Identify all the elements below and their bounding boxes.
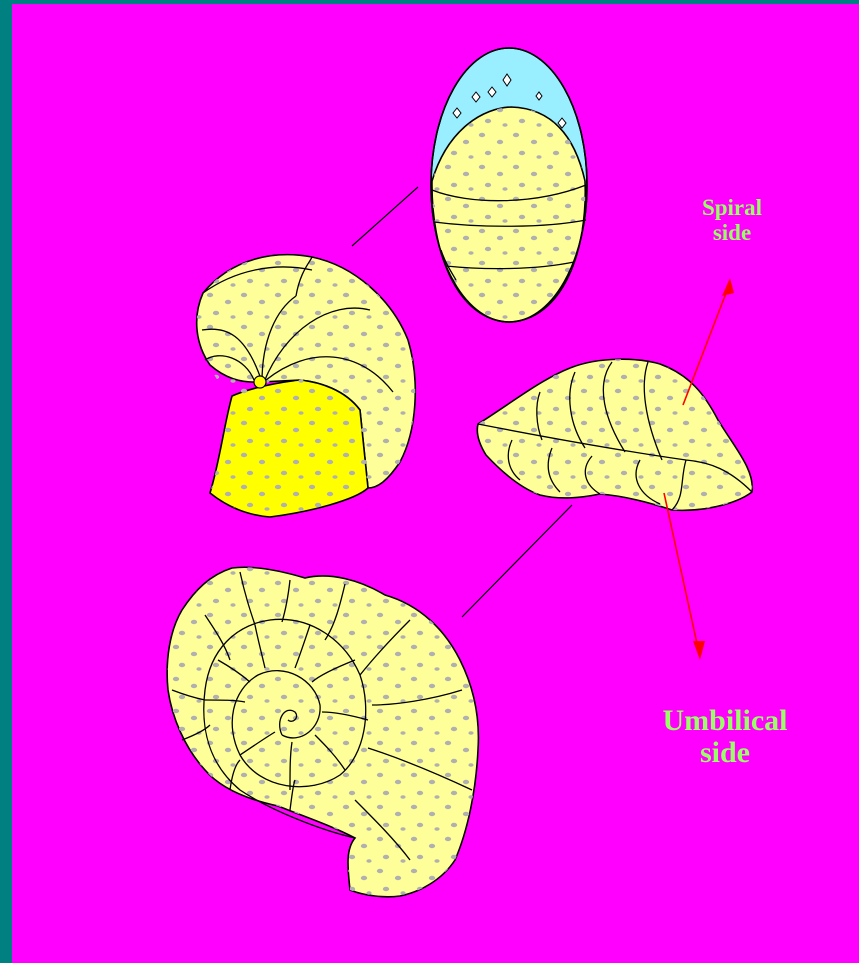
umbilical-label-line2: side — [700, 736, 750, 769]
umbilicus — [254, 376, 266, 388]
spiral-side-label: Spiral side — [672, 196, 792, 246]
spiral-label-line2: side — [713, 220, 751, 245]
umbilical-side-label: Umbilical side — [630, 705, 820, 770]
umbilical-label-line1: Umbilical — [663, 704, 788, 737]
spiral-label-line1: Spiral — [702, 195, 762, 220]
apertural-view — [431, 48, 587, 322]
